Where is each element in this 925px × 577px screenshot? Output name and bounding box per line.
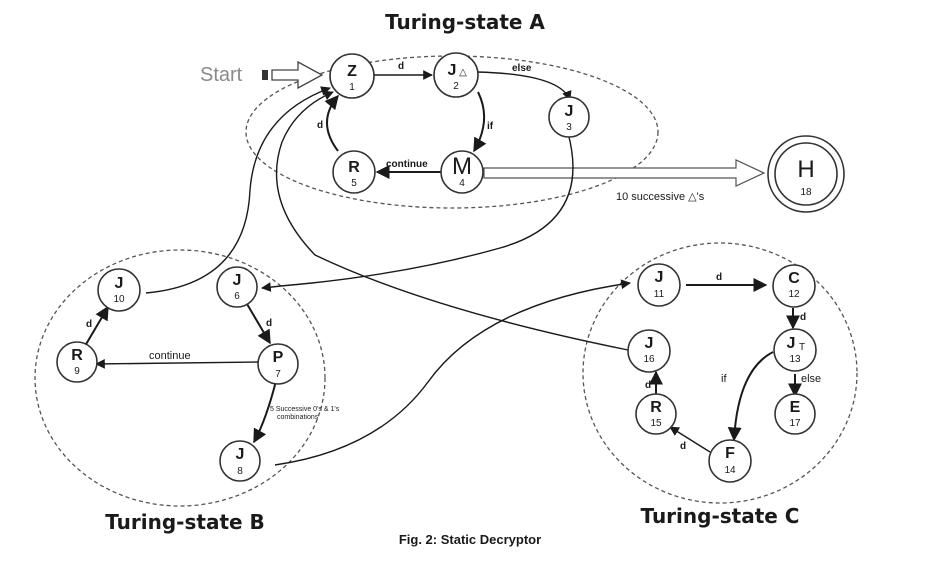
- svg-text:9: 9: [74, 366, 80, 377]
- svg-text:P: P: [273, 349, 284, 366]
- svg-text:5: 5: [351, 178, 357, 189]
- node-p7: P 7: [257, 343, 299, 385]
- edge-j10-z1: [145, 86, 331, 294]
- group-title-a: Turing-state A: [385, 10, 545, 34]
- svg-text:10: 10: [113, 294, 125, 305]
- edge-label-m4-r5: continue: [386, 159, 428, 170]
- node-r15: R 15: [635, 393, 677, 435]
- edge-j3-j6: [261, 132, 574, 292]
- node-z1: Z 1: [329, 53, 375, 99]
- figure-caption: Fig. 2: Static Decryptor: [399, 532, 541, 547]
- start-label: Start: [200, 64, 243, 86]
- node-jt13: J T 13: [773, 328, 817, 372]
- svg-text:16: 16: [643, 354, 655, 365]
- node-r5: R 5: [332, 150, 376, 194]
- node-r9: R 9: [56, 341, 98, 383]
- halt-arrow: [483, 159, 766, 187]
- edge-label-p7-j8-line1: 5 Successive 0's & 1's: [270, 406, 340, 413]
- edge-label-jt13-f14: if: [721, 373, 727, 385]
- svg-text:11: 11: [654, 289, 665, 300]
- edge-r5-z1: [324, 94, 339, 152]
- svg-text:18: 18: [800, 187, 812, 198]
- svg-text:J: J: [448, 62, 457, 79]
- svg-text:J: J: [565, 103, 574, 120]
- svg-text:12: 12: [788, 289, 800, 300]
- node-j11: J 11: [637, 263, 681, 307]
- node-j16: J 16: [627, 329, 671, 373]
- node-c12: C 12: [772, 264, 816, 308]
- svg-text:14: 14: [724, 465, 736, 476]
- node-j6: J 6: [216, 266, 258, 308]
- svg-text:J: J: [655, 269, 664, 286]
- edge-j8-j11: [274, 279, 631, 466]
- svg-text:8: 8: [237, 466, 243, 477]
- svg-text:H: H: [797, 156, 814, 183]
- edge-label-f14-r15: d: [680, 441, 686, 452]
- edge-j16-z1: [275, 91, 629, 351]
- edge-p7-j8: [253, 380, 277, 444]
- svg-text:4: 4: [459, 178, 465, 189]
- svg-text:15: 15: [650, 418, 662, 429]
- edge-label-p7-r9: continue: [149, 350, 191, 362]
- svg-text:J: J: [233, 272, 242, 289]
- svg-text:1: 1: [349, 82, 355, 93]
- group-b-boundary: [34, 249, 326, 507]
- svg-text:R: R: [71, 347, 83, 364]
- edge-f14-r15: [669, 426, 711, 453]
- edge-label-r15-j16: d: [645, 380, 651, 391]
- svg-text:R: R: [650, 399, 662, 416]
- svg-text:C: C: [788, 270, 800, 287]
- node-j10: J 10: [97, 268, 141, 312]
- edge-label-c12-jt13: d: [800, 312, 806, 323]
- svg-text:17: 17: [789, 418, 801, 429]
- svg-text:J: J: [115, 275, 124, 292]
- svg-text:Z: Z: [347, 63, 357, 80]
- group-c-boundary: [582, 242, 858, 504]
- svg-text:M: M: [452, 153, 472, 180]
- group-title-c: Turing-state C: [641, 504, 800, 528]
- node-j2: J △ 2: [433, 52, 479, 98]
- edge-label-r5-z1: d: [317, 120, 323, 131]
- node-h18: H 18: [767, 135, 845, 213]
- svg-text:J: J: [236, 446, 245, 463]
- svg-text:3: 3: [566, 122, 572, 133]
- node-e17: E 17: [774, 393, 816, 435]
- node-j8: J 8: [219, 440, 261, 482]
- edge-label-p7-j8-line2: combinations: [277, 414, 319, 421]
- svg-text:F: F: [725, 445, 735, 462]
- edge-j2-j3: [476, 71, 572, 101]
- svg-text:△: △: [459, 67, 467, 78]
- group-title-b: Turing-state B: [105, 510, 265, 534]
- edge-jt13-f14: [727, 351, 774, 442]
- node-m4: M 4: [440, 150, 484, 194]
- edge-label-jt13-e17: else: [801, 373, 821, 385]
- node-f14: F 14: [708, 439, 752, 483]
- edge-j6-p7: [246, 303, 271, 345]
- svg-text:J: J: [787, 335, 796, 352]
- svg-text:6: 6: [234, 291, 240, 302]
- edge-label-j6-p7: d: [266, 318, 272, 329]
- edge-p7-r9: [95, 358, 259, 369]
- edge-r9-j10: [84, 305, 109, 347]
- svg-text:J: J: [645, 335, 654, 352]
- edge-j2-m4: [473, 91, 487, 153]
- node-j3: J 3: [548, 96, 590, 138]
- edge-label-r9-j10: d: [86, 319, 92, 330]
- start-arrow: [262, 60, 324, 90]
- svg-text:T: T: [799, 342, 805, 353]
- edge-label-m4-h18: 10 successive △'s: [616, 191, 705, 203]
- edge-label-j11-c12: d: [716, 272, 722, 283]
- svg-text:R: R: [348, 159, 360, 176]
- group-a-boundary: [245, 55, 659, 209]
- svg-text:E: E: [790, 399, 801, 416]
- svg-text:2: 2: [453, 81, 459, 92]
- edge-label-j2-m4: if: [487, 121, 494, 132]
- svg-text:13: 13: [789, 354, 801, 365]
- edge-label-z1-j2: d: [398, 61, 404, 72]
- edge-label-j2-j3: else: [512, 63, 532, 74]
- svg-text:7: 7: [275, 369, 281, 380]
